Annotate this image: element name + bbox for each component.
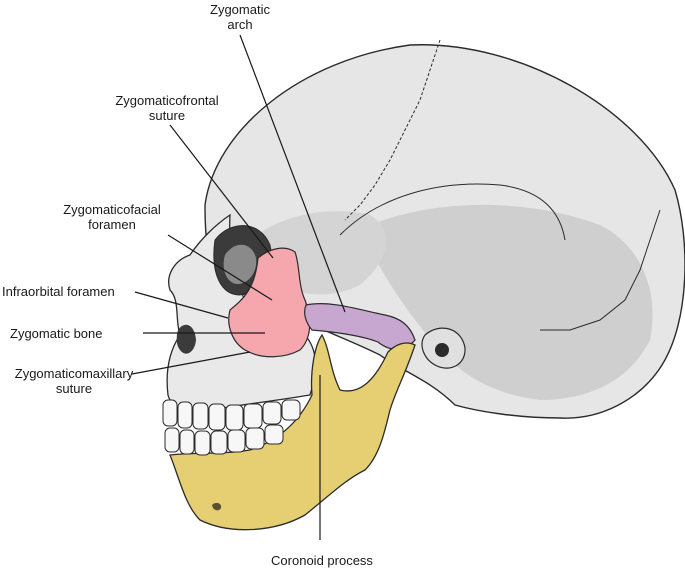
cranium-shading (360, 204, 653, 400)
leader-zygomaticofacial-foramen (167, 234, 273, 301)
label-zygomatic-bone: Zygomatic bone (10, 326, 103, 341)
leader-zygomatic-arch (239, 34, 346, 313)
ear-canal (435, 343, 449, 357)
squamous-suture (339, 183, 566, 241)
leader-infraorbital-foramen (134, 291, 229, 319)
zygomatic-bone-shape (228, 247, 311, 358)
nasal-aperture (176, 324, 196, 354)
upper-teeth (162, 399, 301, 431)
lambdoid-suture (540, 209, 661, 331)
label-infraorbital-foramen: Infraorbital foramen (2, 284, 115, 299)
label-zygomaticofacial-foramen: Zygomaticofacial foramen (63, 202, 161, 232)
label-coronoid-process: Coronoid process (271, 553, 373, 568)
label-zygomaticofrontal-suture: Zygomaticofrontal suture (115, 93, 219, 123)
leader-zygomaticofrontal-suture (169, 124, 274, 259)
label-zygomatic-arch: Zygomatic arch (210, 2, 270, 32)
mandible-shape (169, 333, 416, 531)
label-zygomaticomaxillary-suture: Zygomaticomaxillary suture (14, 366, 134, 396)
lower-teeth (164, 424, 284, 456)
mental-foramen (212, 502, 222, 511)
leader-lines (131, 34, 346, 540)
coronal-suture (344, 39, 441, 221)
leader-zygomaticomaxillary-suture (131, 351, 251, 375)
